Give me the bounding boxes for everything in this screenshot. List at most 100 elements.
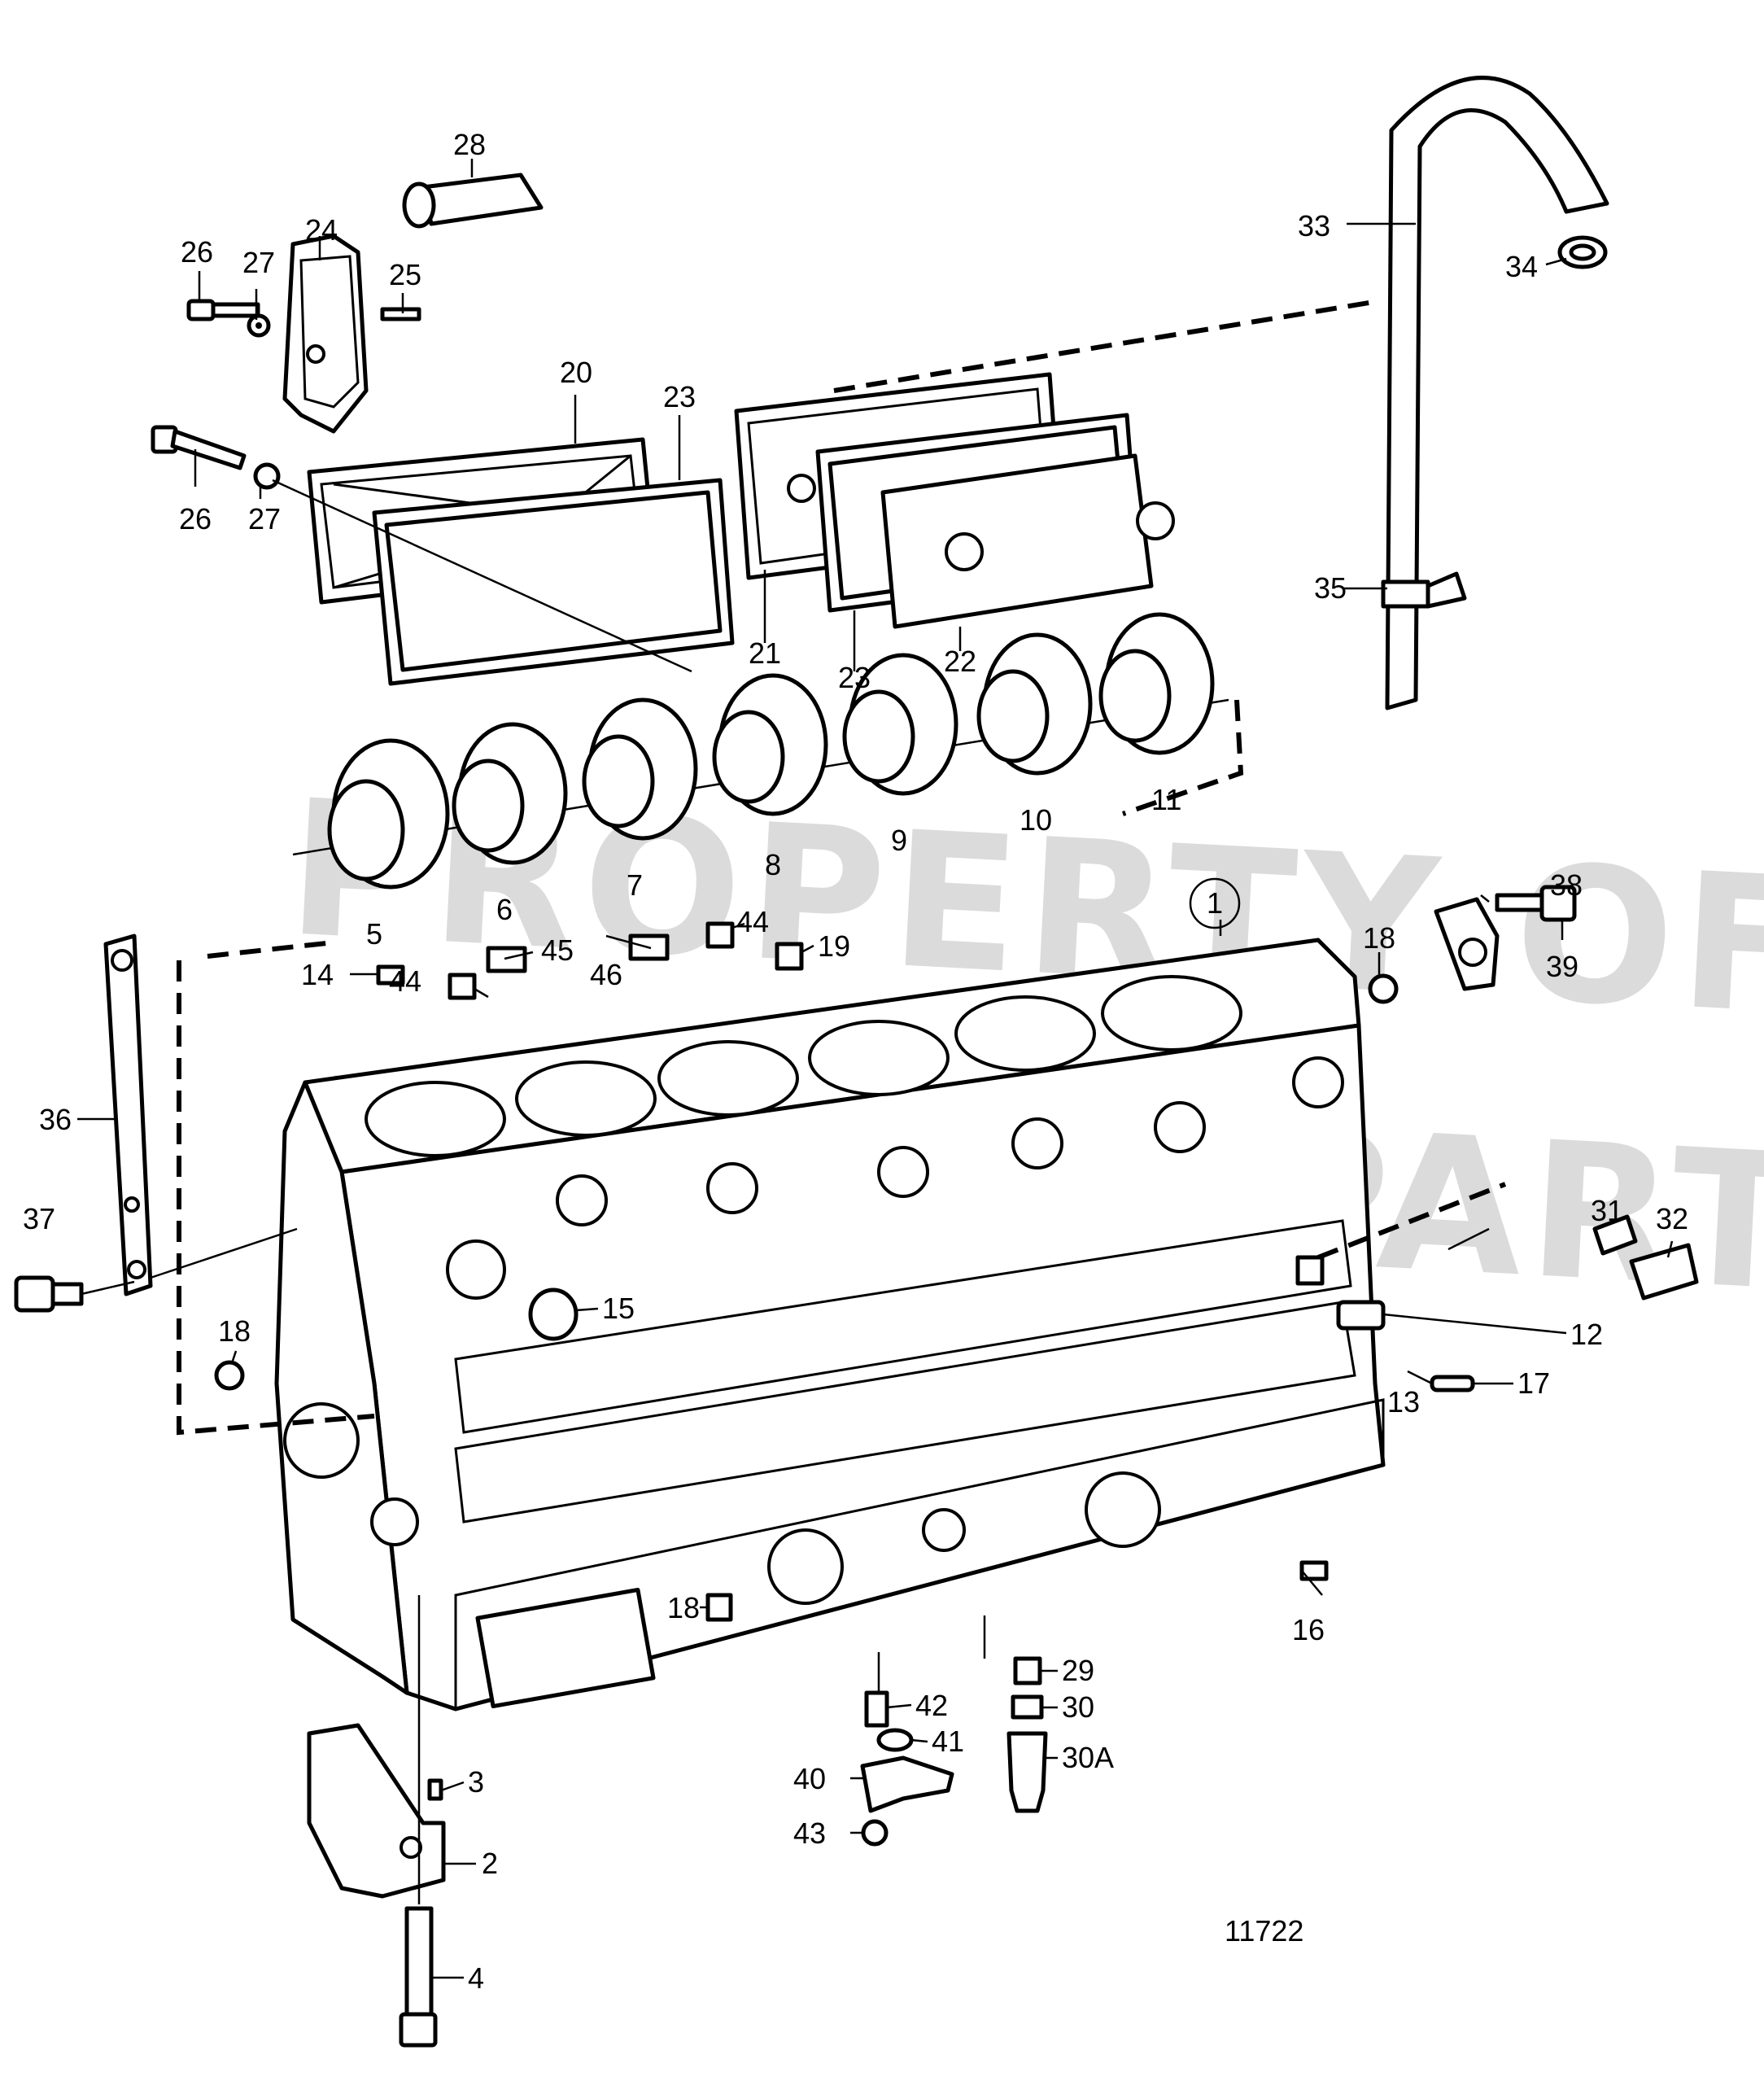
callout-21: 21 (749, 636, 781, 670)
callout-45: 45 (541, 933, 574, 967)
callout-labels: 28 24 25 26 27 20 23 26 27 21 23 22 33 3… (23, 128, 1688, 1995)
dashed-frame-left (177, 940, 375, 1436)
plug-18-top-icon (1368, 973, 1399, 1004)
dashed-connector-top (833, 299, 1380, 393)
callout-18c: 18 (667, 1591, 700, 1624)
callout-10: 10 (1020, 803, 1052, 837)
bearing-shell-icon-11 (1098, 612, 1215, 755)
callout-12: 12 (1570, 1318, 1603, 1351)
callout-7: 7 (627, 868, 643, 902)
dipstick-bracket (1381, 579, 1430, 609)
cylinder-bores (365, 975, 1242, 1157)
figure-number: 11722 (1225, 1914, 1303, 1948)
callout-33: 33 (1298, 209, 1330, 243)
mounting-bracket-icon (103, 933, 153, 1296)
callout-38: 38 (1550, 868, 1583, 902)
bearing-shells-row (292, 612, 1244, 890)
washer-icon (247, 313, 271, 338)
callout-8: 8 (765, 848, 781, 881)
callout-25: 25 (389, 258, 421, 291)
bearing-shell-icon-9 (842, 653, 958, 796)
callout-17: 17 (1517, 1366, 1550, 1400)
callout-44b: 44 (736, 905, 769, 938)
bolt-37-leader (81, 1227, 298, 1296)
leader-lines (77, 159, 1674, 1979)
callout-18b: 18 (218, 1314, 251, 1348)
callout-11: 11 (1151, 783, 1181, 816)
callout-43: 43 (793, 1817, 826, 1850)
plug-45-icon (486, 946, 527, 973)
engine-block-icon (274, 938, 1386, 1712)
callout-4: 4 (468, 1961, 484, 1995)
callout-29: 29 (1062, 1654, 1094, 1687)
callout-23b: 23 (838, 661, 871, 694)
washer-41-icon (876, 1728, 914, 1752)
callout-23a: 23 (663, 380, 696, 413)
bracket-40-icon (860, 1755, 954, 1813)
callout-13: 13 (1387, 1385, 1420, 1419)
callout-3: 3 (468, 1765, 484, 1799)
callout-42: 42 (915, 1689, 948, 1722)
callout-44a: 44 (389, 964, 421, 998)
bearing-shell-icon-8 (712, 673, 828, 816)
callout-14: 14 (301, 958, 334, 991)
callout-19: 19 (818, 929, 850, 963)
plug-18-bottom-icon (705, 1593, 733, 1622)
pin-17-icon (1430, 1375, 1475, 1392)
oil-dipstick-tube-icon (1381, 76, 1609, 710)
callout-32: 32 (1656, 1202, 1688, 1235)
callout-36: 36 (39, 1103, 72, 1136)
plug-29-icon (1013, 1656, 1042, 1685)
callout-28: 28 (453, 128, 486, 161)
plug-44a-icon (448, 973, 477, 1000)
o-ring-icon (1557, 235, 1608, 269)
dowel-pin-3-icon (427, 1778, 443, 1801)
nipple-42-icon (864, 1690, 889, 1728)
rocker-cover-shield-icon (880, 453, 1175, 629)
gasket-front-icon (372, 478, 735, 686)
bearing-shell-icon-10 (976, 632, 1093, 776)
callout-24: 24 (305, 213, 338, 247)
callout-22: 22 (944, 645, 976, 678)
bolt-path-line (272, 479, 692, 673)
bearing-shell-icon-5 (327, 738, 450, 890)
bolt-long-icon (151, 425, 281, 490)
callout-26b: 26 (179, 502, 212, 536)
plug-18-left-icon (214, 1360, 245, 1391)
callout-6: 6 (496, 893, 513, 926)
callout-15: 15 (602, 1292, 635, 1325)
bearing-shell-icon-6 (452, 722, 568, 865)
callout-34: 34 (1505, 250, 1538, 283)
callout-16: 16 (1292, 1613, 1325, 1646)
callout-31: 31 (1591, 1194, 1623, 1227)
callout-46: 46 (590, 958, 622, 991)
callout-41: 41 (932, 1725, 964, 1758)
drain-valve-30a-icon (1006, 1731, 1048, 1813)
plug-12-icon (1336, 1300, 1386, 1331)
nut-43-icon (861, 1819, 889, 1847)
callout-27a: 27 (242, 246, 275, 279)
callout-26a: 26 (181, 235, 213, 269)
dashed-connector-right (1316, 1182, 1507, 1260)
washer-13-icon (1295, 1255, 1325, 1286)
plug-44b-icon (705, 921, 735, 949)
oil-pan-flange (475, 1587, 656, 1709)
bearing-shell-icon-7 (582, 697, 698, 841)
plug-19-icon (775, 942, 804, 971)
callout-40: 40 (793, 1762, 826, 1795)
fitting-31-icon (1592, 1214, 1638, 1256)
sealant-tube-icon (402, 173, 544, 229)
callout-5: 5 (366, 917, 382, 951)
pin-icon (380, 307, 421, 321)
inspection-cover-icon (282, 234, 369, 434)
callout-30A: 30A (1062, 1741, 1114, 1774)
callout-37: 37 (23, 1202, 55, 1235)
main-bearing-cap-icon (307, 1723, 446, 1899)
callout-9: 9 (891, 824, 907, 857)
bolt-39-icon (1495, 885, 1577, 922)
callout-39: 39 (1546, 950, 1578, 983)
bolt-4-icon (399, 1906, 438, 2048)
plate-38-icon (1434, 897, 1500, 991)
callout-27b: 27 (248, 502, 281, 536)
